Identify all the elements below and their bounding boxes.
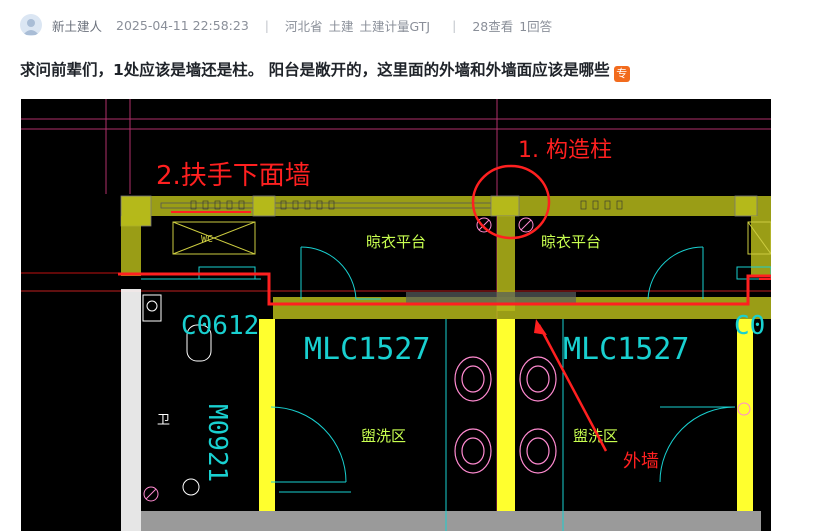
yellow-column xyxy=(497,319,515,531)
view-count: 28查看 xyxy=(472,18,514,34)
column-circle-markup xyxy=(471,164,551,240)
wash-label-right: 盥洗区 xyxy=(573,427,618,445)
door-arc xyxy=(647,246,704,300)
window-overlay xyxy=(406,292,576,304)
railing-posts xyxy=(190,200,623,210)
washbasins xyxy=(454,356,557,474)
door-code: M0921 xyxy=(202,404,232,482)
yellow-column xyxy=(259,319,275,531)
stair-label: 卫 xyxy=(157,413,170,428)
door-arc xyxy=(659,406,736,483)
wall-corner xyxy=(490,195,520,217)
post-meta: 新土建人 2025-04-11 22:58:23 | 河北省 土建 土建计量GT… xyxy=(20,12,558,38)
annotation-outer-wall: 外墙 xyxy=(623,451,659,472)
tag-item[interactable]: 土建计量GTJ xyxy=(359,18,431,34)
white-wall xyxy=(121,289,141,531)
middle-wall xyxy=(497,216,515,311)
cad-drawing: WC xyxy=(21,99,771,531)
balcony-label-right: 晾衣平台 xyxy=(541,233,601,251)
toilet-fixture xyxy=(186,324,212,362)
toilet-fixture xyxy=(142,294,162,322)
window-code-cut: C0 xyxy=(734,311,765,341)
post-title-text: 求问前辈们，1处应该是墙还是柱。 阳台是敞开的，这里面的外墙和外墙面应该是哪些 xyxy=(20,61,610,79)
door-arc xyxy=(270,406,347,483)
meta-divider: | xyxy=(452,17,457,33)
expert-badge: 专 xyxy=(613,66,630,82)
attached-image[interactable]: WC xyxy=(21,99,771,531)
meta-divider: | xyxy=(264,17,269,33)
outer-wall-markup xyxy=(118,272,771,306)
wc-box xyxy=(172,221,256,255)
left-wall xyxy=(121,216,141,276)
window-code-small: C0612 xyxy=(181,311,259,341)
user-icon xyxy=(23,19,39,35)
annotation-railing: 2.扶手下面墙 xyxy=(156,161,311,191)
arrow-line xyxy=(537,324,608,452)
drain-circles xyxy=(143,217,751,502)
window-code-right: MLC1527 xyxy=(563,332,689,367)
balcony-label-left: 晾衣平台 xyxy=(366,233,426,251)
right-wall xyxy=(751,216,771,276)
author-name[interactable]: 新土建人 xyxy=(52,18,103,34)
wc-label: WC xyxy=(201,234,213,245)
door-arc xyxy=(300,246,357,300)
yellow-column xyxy=(737,319,753,531)
avatar[interactable] xyxy=(20,14,42,36)
arrow-head xyxy=(534,319,547,335)
wash-label-left: 盥洗区 xyxy=(361,427,406,445)
bottom-slab xyxy=(141,511,761,531)
wall-corner xyxy=(734,195,758,217)
wall-corner xyxy=(252,195,276,217)
tag-item[interactable]: 土建 xyxy=(328,18,354,34)
annotation-column: 1. 构造柱 xyxy=(518,138,612,163)
window-code-left: MLC1527 xyxy=(304,332,430,367)
post-title: 求问前辈们，1处应该是墙还是柱。 阳台是敞开的，这里面的外墙和外墙面应该是哪些专 xyxy=(20,58,820,82)
post-datetime: 2025-04-11 22:58:23 xyxy=(116,17,249,33)
region-tag[interactable]: 河北省 xyxy=(285,18,323,34)
answer-count: 1回答 xyxy=(519,18,553,34)
